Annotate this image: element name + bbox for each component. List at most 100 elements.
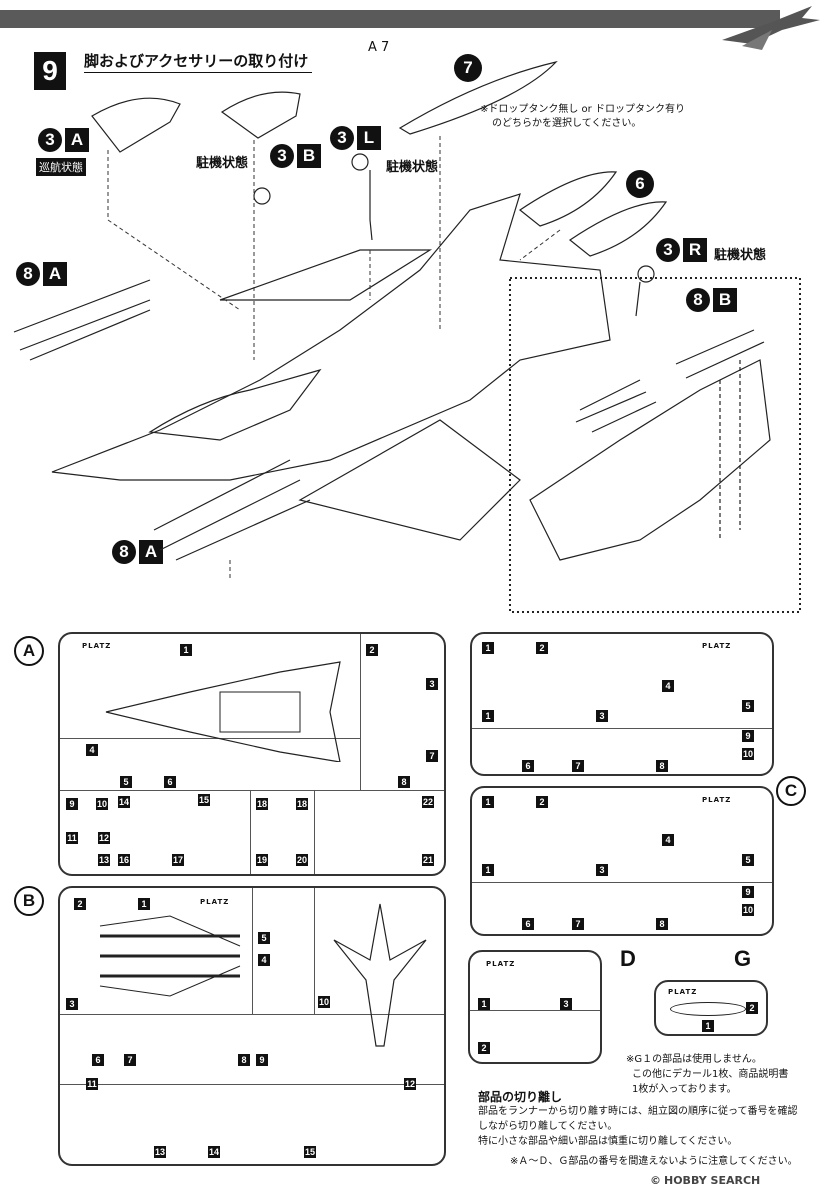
runner-label-c: C bbox=[776, 776, 806, 806]
inset-fuselage bbox=[529, 359, 771, 561]
part-c1b: 1 bbox=[482, 710, 494, 722]
part-b4: 4 bbox=[258, 954, 270, 966]
runner-d: PLATZ 1 2 3 bbox=[468, 950, 602, 1064]
drop-tank-7 bbox=[398, 60, 558, 135]
part-ref-a7: A 7 bbox=[368, 40, 390, 55]
part-a1: 1 bbox=[180, 644, 192, 656]
tail-fin bbox=[298, 419, 521, 541]
part-a17: 17 bbox=[172, 854, 184, 866]
part-d2: 2 bbox=[478, 1042, 490, 1054]
part-a22: 22 bbox=[422, 796, 434, 808]
runner-a-fuselage-part bbox=[105, 661, 341, 762]
inset-missiles-right bbox=[675, 329, 765, 379]
runner-b-wing-part bbox=[333, 903, 427, 1047]
callout-letter: A bbox=[43, 262, 67, 286]
part-c6: 6 bbox=[522, 760, 534, 772]
callout-6: 6 bbox=[626, 170, 654, 198]
callout-letter: R bbox=[683, 238, 707, 262]
part-c2-8: 8 bbox=[656, 918, 668, 930]
part-a18b: 18 bbox=[296, 798, 308, 810]
state-parked-label-3l: 駐機状態 bbox=[386, 160, 439, 175]
upper-wing bbox=[219, 249, 433, 301]
part-c2-1: 1 bbox=[482, 796, 494, 808]
gear-strut-l bbox=[369, 170, 373, 241]
part-a4: 4 bbox=[86, 744, 98, 756]
part-a11: 11 bbox=[66, 832, 78, 844]
callout-3a: 3 A bbox=[38, 128, 89, 152]
fuselage bbox=[51, 193, 611, 481]
callout-number: 3 bbox=[656, 238, 680, 262]
callout-letter: A bbox=[65, 128, 89, 152]
part-a9: 9 bbox=[66, 798, 78, 810]
callout-letter: L bbox=[357, 126, 381, 150]
part-a19: 19 bbox=[256, 854, 268, 866]
part-a2: 2 bbox=[366, 644, 378, 656]
part-b15: 15 bbox=[304, 1146, 316, 1158]
landing-gear-wheel-l bbox=[351, 153, 369, 171]
callout-letter: B bbox=[297, 144, 321, 168]
callout-3r: 3 R bbox=[656, 238, 707, 262]
state-parked-label-3b: 駐機状態 bbox=[196, 156, 249, 171]
landing-gear-wheel-r bbox=[637, 265, 655, 283]
runner-label-a: A bbox=[14, 636, 44, 666]
part-a13: 13 bbox=[98, 854, 110, 866]
part-a15: 15 bbox=[198, 794, 210, 806]
callout-number: 8 bbox=[16, 262, 40, 286]
part-b3: 3 bbox=[66, 998, 78, 1010]
part-b5: 5 bbox=[258, 932, 270, 944]
runner-g: PLATZ 1 2 bbox=[654, 980, 768, 1036]
cockpit-area bbox=[148, 368, 322, 441]
separation-warning: ※Ａ～Ｄ、Ｇ部品の番号を間違えないように注意してください。 bbox=[510, 1156, 798, 1167]
part-a5: 5 bbox=[120, 776, 132, 788]
part-b10: 10 bbox=[318, 996, 330, 1008]
part-c5: 5 bbox=[742, 700, 754, 712]
separation-line2: しながら切り離してください。 bbox=[478, 1121, 618, 1132]
assembly-illustration bbox=[13, 60, 801, 613]
callout-3l: 3 L bbox=[330, 126, 381, 150]
part-c7: 7 bbox=[572, 760, 584, 772]
inset-missiles-left bbox=[575, 379, 657, 433]
runner-c-logo: PLATZ bbox=[702, 642, 732, 650]
part-b13: 13 bbox=[154, 1146, 166, 1158]
part-a6: 6 bbox=[164, 776, 176, 788]
step-title: 脚およびアクセサリーの取り付け bbox=[84, 52, 309, 70]
callout-number: 8 bbox=[112, 540, 136, 564]
runner-g-logo: PLATZ bbox=[668, 988, 698, 996]
part-c2-4: 4 bbox=[662, 834, 674, 846]
runner-b-logo: PLATZ bbox=[200, 898, 230, 906]
part-d3: 3 bbox=[560, 998, 572, 1010]
drop-tank-6b bbox=[568, 201, 668, 257]
dropfank-note-1: ※ドロップタンク無し or ドロップタンク有り bbox=[480, 104, 685, 115]
callout-3b: 3 B bbox=[270, 144, 321, 168]
part-c10: 10 bbox=[742, 748, 754, 760]
inset-8b-box bbox=[509, 277, 801, 613]
part-a16: 16 bbox=[118, 854, 130, 866]
part-g2: 2 bbox=[746, 1002, 758, 1014]
callout-letter: B bbox=[713, 288, 737, 312]
runner-a-logo: PLATZ bbox=[82, 642, 112, 650]
watermark-prefix: © bbox=[650, 1174, 661, 1187]
missiles-8a-top bbox=[13, 279, 151, 361]
part-c2: 2 bbox=[536, 642, 548, 654]
part-c9: 9 bbox=[742, 730, 754, 742]
part-c2-2: 2 bbox=[536, 796, 548, 808]
drop-tank-6a bbox=[518, 171, 618, 227]
canopy-3a bbox=[91, 97, 181, 153]
header-bar bbox=[0, 10, 780, 28]
part-b6: 6 bbox=[92, 1054, 104, 1066]
callout-8a-top: 8 A bbox=[16, 262, 67, 286]
part-a14: 14 bbox=[118, 796, 130, 808]
step-number: 9 bbox=[34, 52, 66, 90]
runner-c-bottom: PLATZ 1 1 2 3 4 5 6 7 8 9 10 bbox=[470, 786, 774, 936]
runner-label-b: B bbox=[14, 886, 44, 916]
part-c2-6: 6 bbox=[522, 918, 534, 930]
g-note-3: 1枚が入っております。 bbox=[632, 1084, 737, 1095]
part-b9: 9 bbox=[256, 1054, 268, 1066]
part-b1: 1 bbox=[138, 898, 150, 910]
separation-title: 部品の切り離し bbox=[478, 1090, 563, 1104]
runner-label-g: G bbox=[734, 946, 752, 971]
runner-d-logo: PLATZ bbox=[486, 960, 516, 968]
part-a12: 12 bbox=[98, 832, 110, 844]
part-c2-3: 3 bbox=[596, 864, 608, 876]
part-d1: 1 bbox=[478, 998, 490, 1010]
